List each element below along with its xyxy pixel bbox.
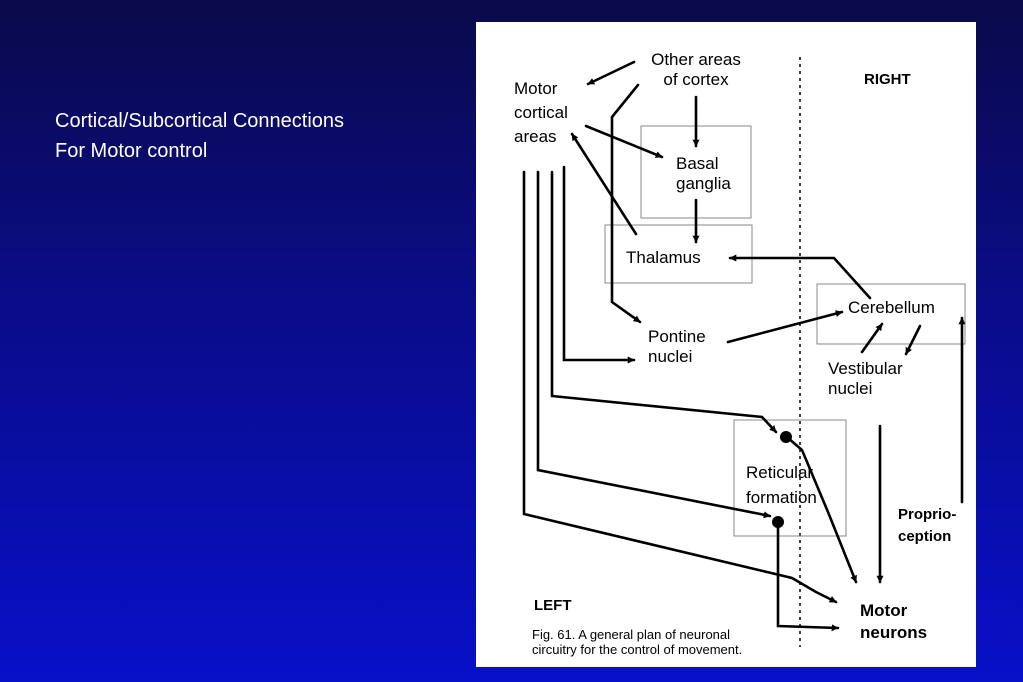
label-reticular-formation: Reticular formation [746,463,817,507]
label-thalamus: Thalamus [626,248,701,267]
reticular-synapse-lower [772,516,784,528]
fiber-to-motor-neurons [522,170,838,604]
label-left-side: LEFT [534,597,572,614]
arrow-pontine-to-cerebellum [726,310,844,344]
label-right-side: RIGHT [864,71,911,88]
label-motor-neurons: Motor neurons [860,601,928,642]
title-line-1: Cortical/Subcortical Connections [55,110,345,132]
label-vestibular-nuclei: Vestibular nuclei [828,359,903,398]
slide-title: Cortical/Subcortical Connections For Mot… [55,106,344,166]
thalamus-box [604,224,753,284]
fiber-to-reticular-upper [550,170,778,434]
label-pontine-nuclei: Pontine nuclei [648,327,706,366]
label-basal-ganglia: Basal ganglia [676,154,731,193]
arrow-thalamus-to-motor [570,132,638,236]
figure-caption: Fig. 61. A general plan of neuronal circ… [532,627,743,657]
fiber-to-reticular-lower [536,170,772,519]
reticular-box [733,419,847,537]
arrow-other-to-motor [586,60,636,86]
title-line-2: For Motor control [55,140,208,162]
label-other-areas: Other areas of cortex [651,50,741,89]
arrow-vestibular-to-cerebellum [860,322,884,354]
reticular-synapse-upper [780,431,792,443]
circuit-diagram [522,57,966,647]
fiber-to-pontine [562,165,636,364]
neuronal-circuitry-figure: Other areas of cortex Motor cortical are… [476,22,976,667]
label-cerebellum: Cerebellum [848,298,935,317]
cerebellum-box [816,283,966,345]
arrow-reticular-to-motor [786,436,858,584]
arrow-motor-to-basal [584,124,664,159]
arrow-reticular-lower-to-motor [776,520,840,632]
arrow-cerebellum-to-vestibular [904,324,922,356]
arrow-other-to-pontine [610,83,642,324]
arrow-cerebellum-to-thalamus [728,254,872,300]
label-motor-cortical: Motor cortical areas [514,79,568,146]
label-proprioception: Proprio- ception [898,506,957,545]
